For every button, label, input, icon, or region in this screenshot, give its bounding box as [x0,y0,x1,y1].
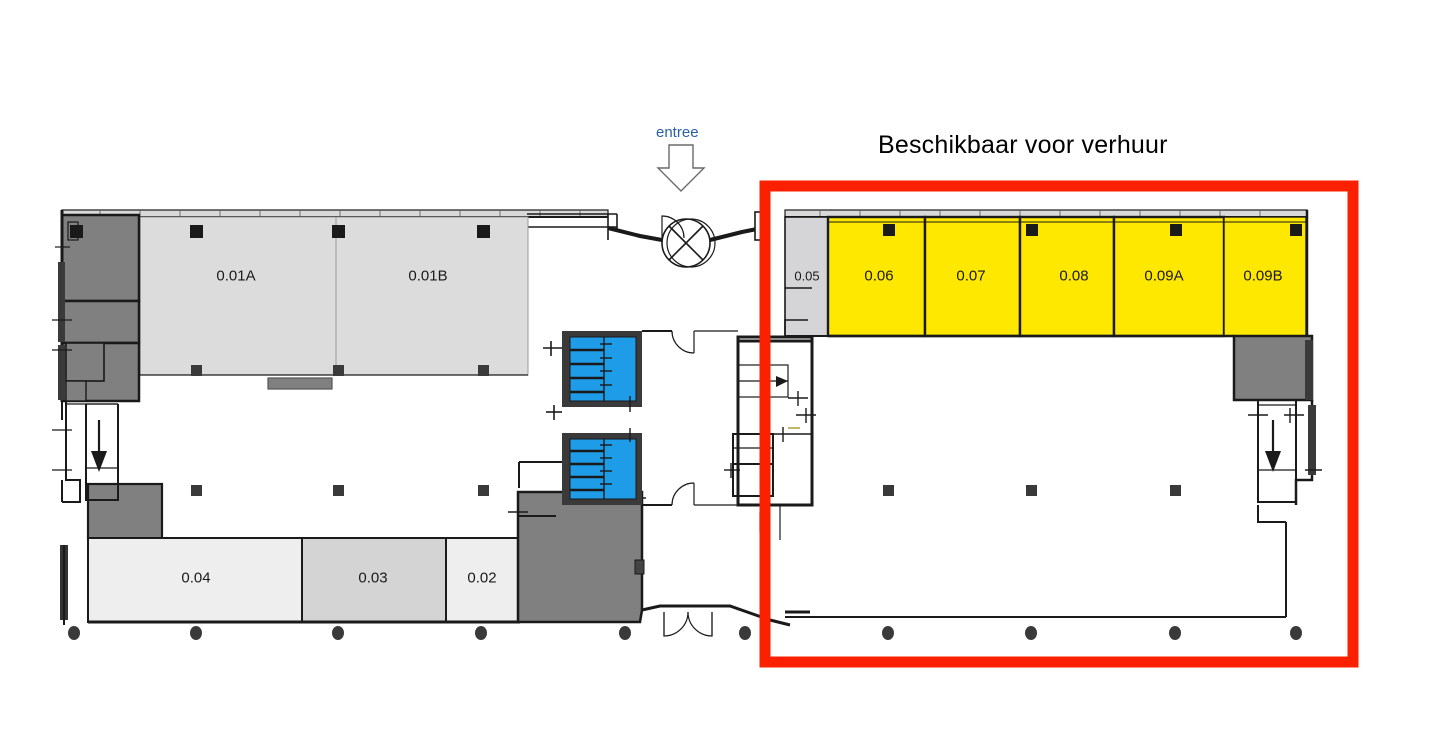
unit-label-0.09A[interactable]: 0.09A [1144,267,1184,285]
service-block-center [508,490,646,624]
central-core-walls [642,330,816,540]
bottom-left-units [87,537,521,624]
entree-label: entree [656,124,699,141]
revolving-door [607,211,766,268]
page-title-available-for-rent: Beschikbaar voor verhuur [878,131,1168,159]
left-exterior-wall [58,210,68,625]
unit-label-0.08[interactable]: 0.08 [1059,267,1089,285]
unit-fill-0.08 [1018,215,1116,338]
stair-arrow-left [91,420,107,472]
unit-fill-0.01B [335,216,529,376]
unit-label-0.03[interactable]: 0.03 [358,569,388,587]
unit-label-0.04[interactable]: 0.04 [181,569,211,587]
unit-label-0.01A[interactable]: 0.01A [216,267,256,285]
unit-label-0.06[interactable]: 0.06 [864,267,894,285]
right-wing-walls [785,210,1322,618]
left-wing-unit-fills [139,216,529,376]
available-units-group [826,215,1307,338]
base-dots [68,626,1302,640]
unit-fill-0.06 [826,215,927,338]
unit-label-0.02[interactable]: 0.02 [467,569,497,587]
available-area-highlight [759,180,1359,668]
unit-label-0.05[interactable]: 0.05 [794,268,820,284]
unit-fill-0.01A [139,216,337,376]
stair-core-lower [518,405,642,505]
entree-arrow-icon [656,144,706,192]
entrance-double-doors [641,604,791,637]
structural-columns [70,224,1302,496]
unit-label-0.07[interactable]: 0.07 [956,267,986,285]
unit-fill-0.09B [1223,216,1307,337]
unit-label-0.01B[interactable]: 0.01B [408,267,448,285]
stair-arrow-right [1265,420,1281,472]
unit-fill-0.09A [1112,215,1226,338]
unit-label-0.09B[interactable]: 0.09B [1243,267,1283,285]
stair-core-upper [543,331,642,412]
